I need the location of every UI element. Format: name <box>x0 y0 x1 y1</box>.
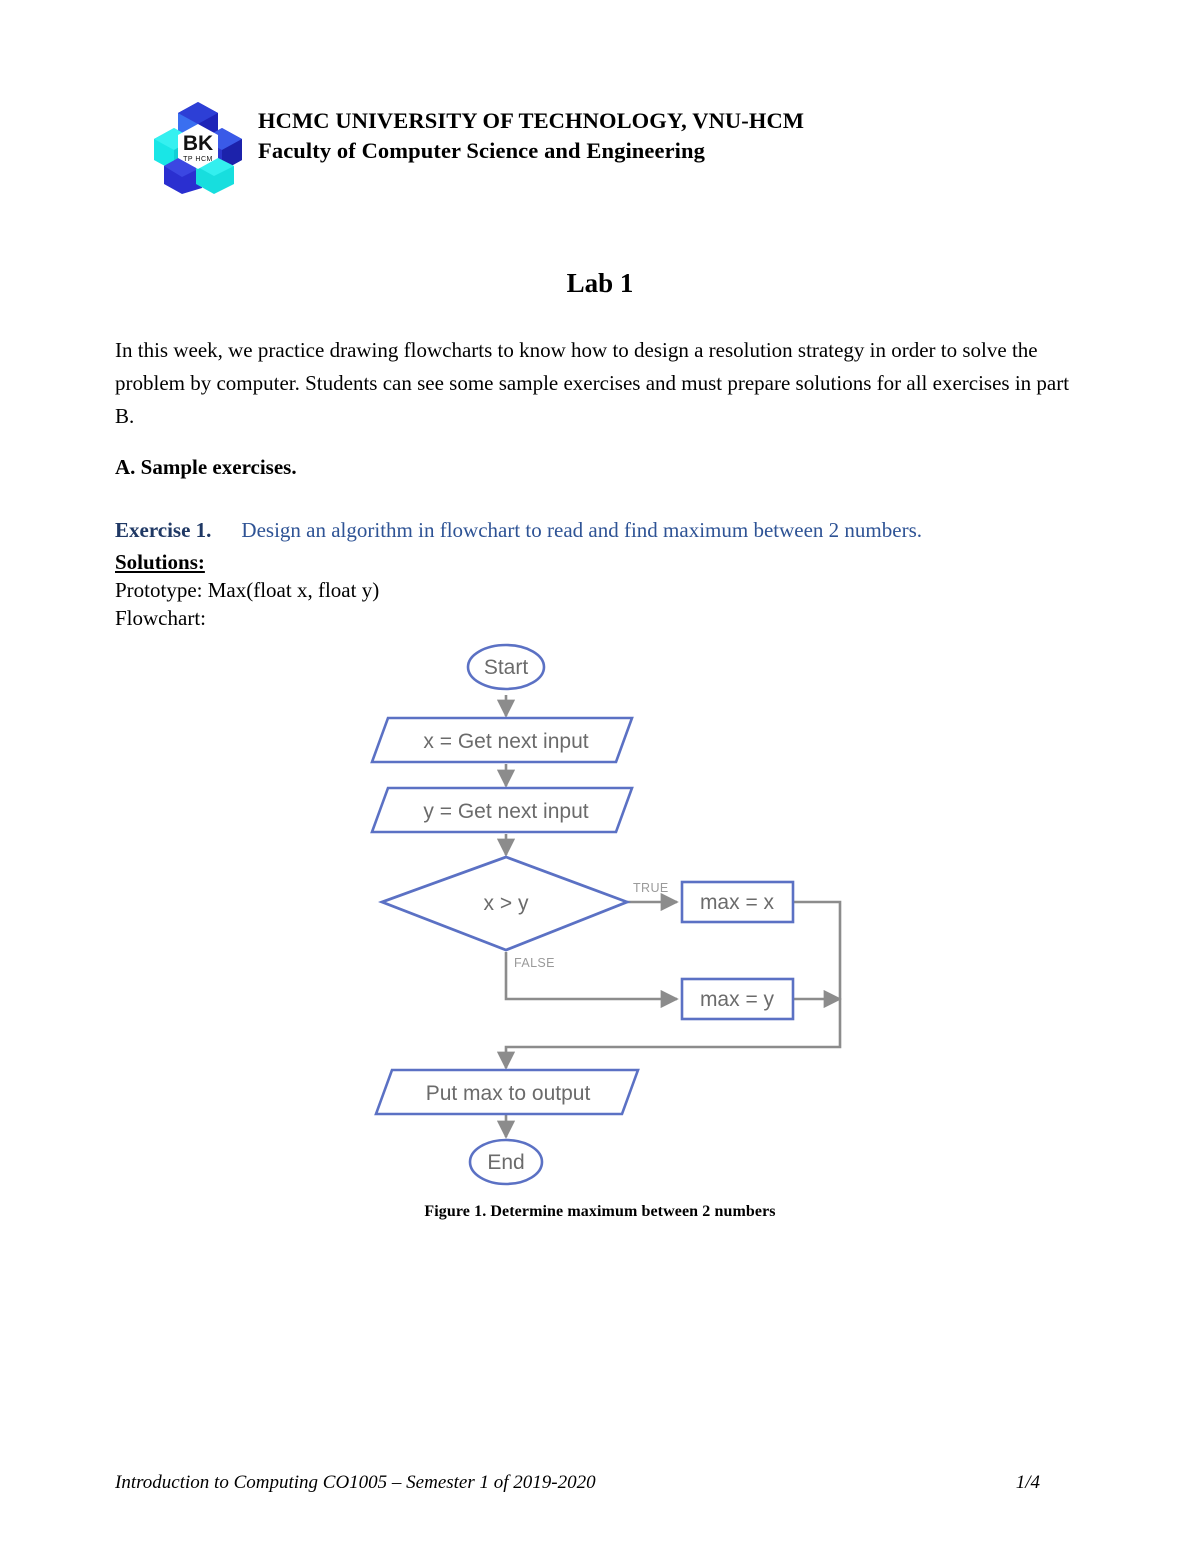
faculty-name: Faculty of Computer Science and Engineer… <box>258 137 705 163</box>
flow-node-decision-label: x > y <box>484 892 529 915</box>
page-footer: Introduction to Computing CO1005 – Semes… <box>115 1472 1040 1494</box>
university-name: HCMC UNIVERSITY OF TECHNOLOGY, VNU-HCM <box>258 108 805 133</box>
solutions-heading: Solutions: <box>115 550 205 574</box>
flowchart-figure: Start x = Get next input y = Get next in… <box>350 640 870 1200</box>
flowchart-label: Flowchart: <box>115 606 206 630</box>
flow-edge-label-true: TRUE <box>633 881 669 895</box>
flow-node-start-label: Start <box>484 656 529 679</box>
flow-node-input-x <box>370 716 634 764</box>
footer-page-number: 1/4 <box>1015 1472 1040 1493</box>
flow-node-end-label: End <box>487 1151 524 1174</box>
flow-edge-label-false: FALSE <box>514 956 555 970</box>
header-org-text: HCMC UNIVERSITY OF TECHNOLOGY, VNU-HCM F… <box>258 98 804 165</box>
exercise-1-line: Exercise 1. Design an algorithm in flowch… <box>115 518 1095 543</box>
flow-node-output-label: Put max to output <box>426 1082 591 1105</box>
figure-caption: Figure 1. Determine maximum between 2 nu… <box>424 1203 776 1220</box>
flow-node-max-y-label: max = y <box>700 988 775 1011</box>
flow-node-output <box>374 1068 640 1116</box>
flow-node-max-x <box>680 880 795 924</box>
intro-paragraph: In this week, we practice drawing flowch… <box>115 338 1070 429</box>
flow-node-input-x-label: x = Get next input <box>423 730 588 753</box>
footer-course-info: Introduction to Computing CO1005 – Semes… <box>115 1472 596 1493</box>
prototype-line: Prototype: Max(float x, float y) <box>115 578 380 602</box>
svg-text:TP HCM: TP HCM <box>183 156 213 163</box>
flow-node-start <box>466 643 546 691</box>
bk-hcmut-logo-icon: BK TP HCM <box>152 98 244 194</box>
exercise-1-description: Design an algorithm in flowchart to read… <box>241 518 922 542</box>
flow-node-end <box>468 1138 544 1186</box>
flow-node-max-x-label: max = x <box>700 891 775 914</box>
flow-node-input-y <box>370 786 634 834</box>
page-title: Lab 1 <box>566 268 634 298</box>
exercise-1-label: Exercise 1. <box>115 518 212 542</box>
section-heading-a: A. Sample exercises. <box>115 455 297 479</box>
flow-node-max-y <box>680 977 795 1021</box>
document-header: BK TP HCM HCMC UNIVERSITY OF TECHNOLOGY,… <box>152 98 804 194</box>
svg-text:BK: BK <box>183 132 213 155</box>
edge-maxx-merge-to-output <box>496 900 842 1070</box>
flow-node-input-y-label: y = Get next input <box>423 800 588 823</box>
edge-false-to-maxy <box>504 952 679 1009</box>
flow-node-decision <box>378 855 631 952</box>
